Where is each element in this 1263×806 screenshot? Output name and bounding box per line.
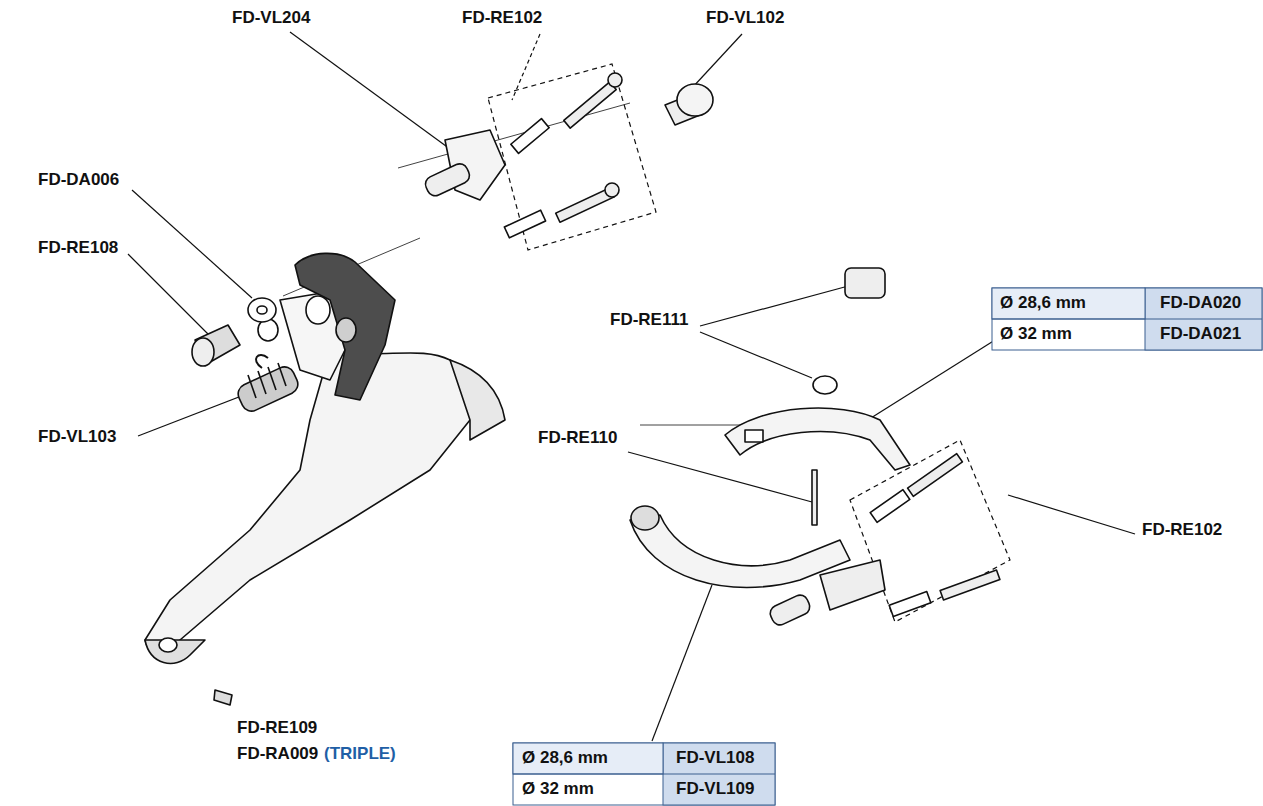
part-number: FD-RE110 — [538, 428, 617, 448]
part-number: FD-RE102 — [462, 8, 542, 28]
part-number: FD-RE108 — [38, 238, 118, 258]
leader-line — [855, 340, 995, 428]
part-number: FD-RE102 — [1142, 520, 1222, 540]
part-table — [992, 288, 1262, 350]
part-number: FD-DA006 — [38, 170, 119, 190]
table-cell: FD-DA020 — [1160, 293, 1241, 313]
table-cell: Ø 32 mm — [1000, 324, 1072, 344]
leader-line — [700, 285, 852, 326]
leader-line — [128, 254, 212, 338]
part-table — [513, 743, 775, 805]
part-number: FD-VL204 — [232, 8, 310, 28]
leader-line — [700, 332, 812, 378]
leader-line — [692, 34, 742, 88]
leader-line — [1008, 495, 1135, 534]
table-cell: FD-VL108 — [676, 748, 754, 768]
part-number: FD-RA009 — [237, 744, 318, 764]
variant-note: (TRIPLE) — [324, 744, 396, 764]
table-cell: FD-VL109 — [676, 779, 754, 799]
table-cell: Ø 28,6 mm — [1000, 293, 1086, 313]
leader-line — [628, 452, 812, 502]
group-box — [488, 64, 656, 250]
part-number: FD-RE109 — [237, 718, 317, 738]
part-number: FD-RE111 — [610, 310, 688, 330]
axis-line — [398, 103, 630, 168]
table-cell: FD-DA021 — [1160, 324, 1241, 344]
part-number: FD-VL103 — [38, 427, 116, 447]
screw — [214, 690, 232, 705]
table-cell: Ø 28,6 mm — [522, 748, 608, 768]
leader-line — [652, 585, 712, 741]
table-cell: Ø 32 mm — [522, 779, 594, 799]
leader-line — [132, 190, 252, 298]
part-number: FD-VL102 — [706, 8, 784, 28]
